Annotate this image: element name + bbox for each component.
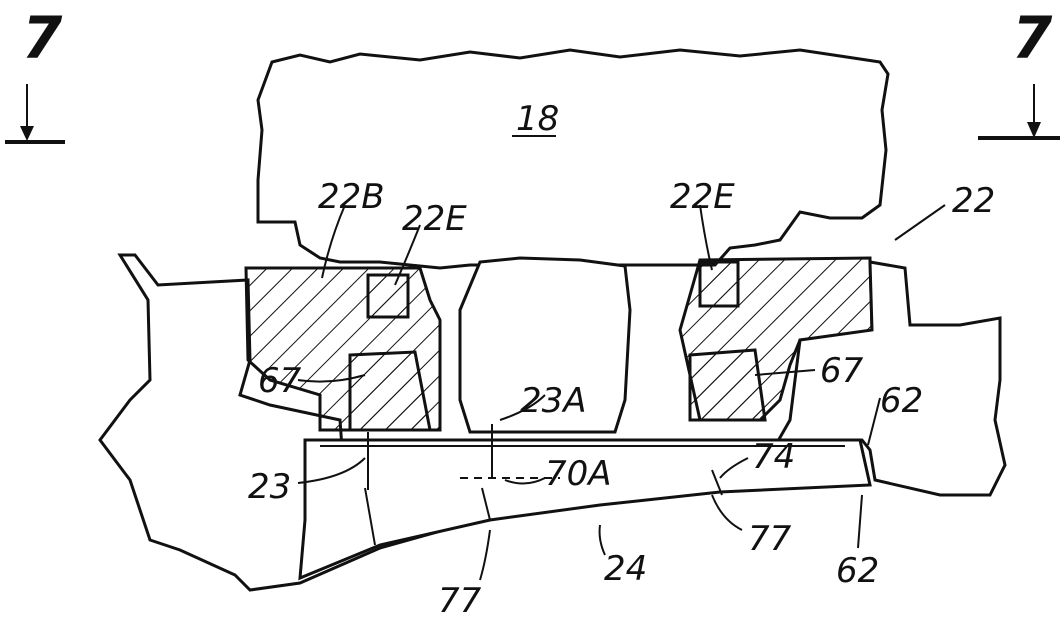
label-seal-right: 22E	[670, 177, 735, 217]
label-step: 74	[752, 437, 795, 477]
wheel-body	[256, 48, 890, 270]
label-wheel: 18	[516, 99, 559, 139]
label-web-left: 77	[438, 581, 482, 617]
label-gap: 23A	[520, 381, 587, 421]
right-casing	[766, 260, 1007, 497]
leader-lines	[297, 204, 946, 581]
label-flange-bottom: 62	[836, 551, 879, 591]
label-clearance: 70A	[545, 454, 612, 494]
label-flange-top: 62	[880, 381, 923, 421]
section-marker-left	[5, 84, 65, 144]
section-marker-right	[978, 84, 1060, 140]
left-seal	[366, 273, 410, 319]
label-bearing-right: 67	[820, 351, 864, 391]
shaft-inner	[320, 445, 845, 546]
right-bearing	[688, 348, 767, 422]
label-bearing-left: 67	[258, 361, 302, 401]
label-assembly: 22	[952, 181, 995, 221]
center-rim	[458, 256, 632, 434]
section-label-right: 7	[1012, 4, 1053, 72]
label-left-upper: 22B	[318, 177, 385, 217]
label-shaft: 24	[604, 549, 647, 589]
shaft-body	[298, 438, 872, 581]
section-label-left: 7	[22, 4, 63, 72]
right-seal	[698, 260, 740, 308]
left-bearing	[348, 350, 432, 432]
label-seal-left: 22E	[402, 199, 467, 239]
label-ring: 23	[248, 467, 291, 507]
label-web-right: 77	[748, 519, 792, 559]
